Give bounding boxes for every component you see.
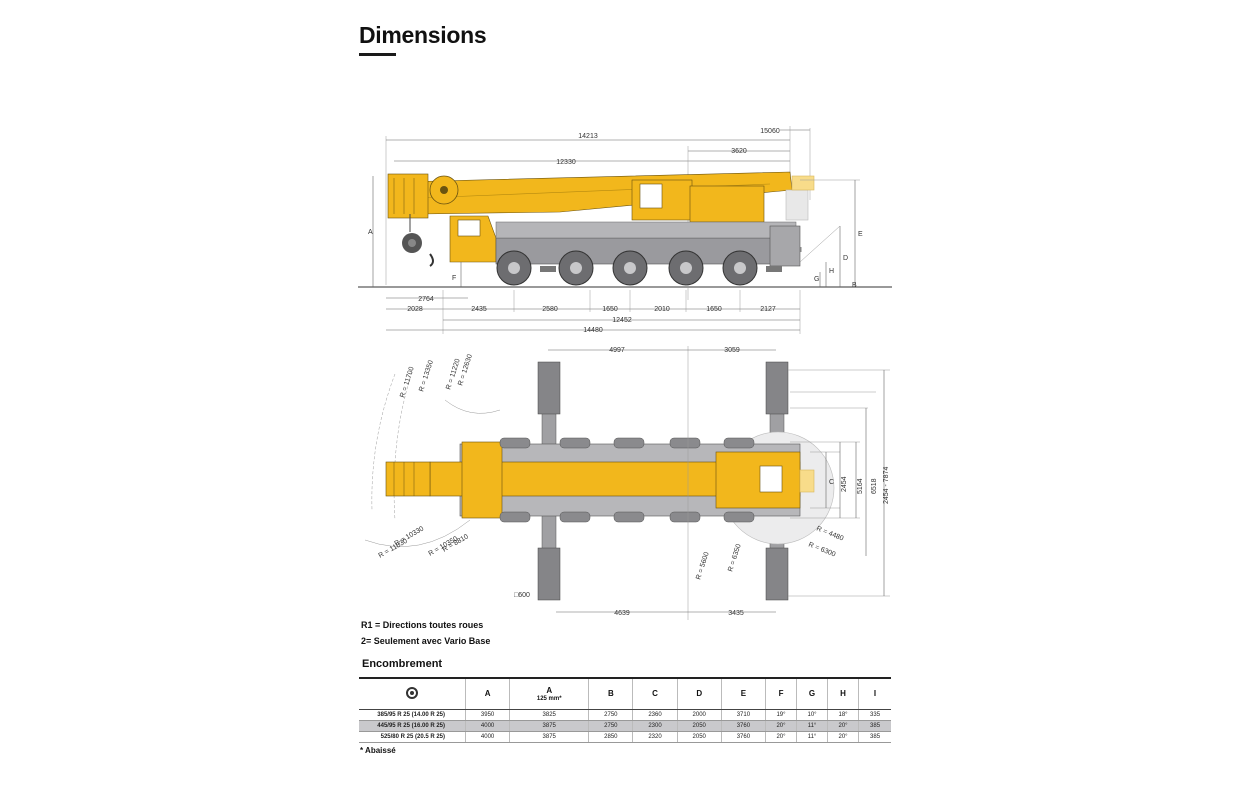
dim-4639: 4639 [614, 610, 630, 617]
table-cell: 20° [764, 720, 797, 732]
table-cell: 2000 [676, 709, 722, 721]
table-cell: 385/95 R 25 (14.00 R 25) [359, 709, 466, 721]
table-cell: 2320 [632, 731, 678, 743]
table-cell: 385 [858, 731, 891, 743]
table-cell: 2750 [588, 709, 633, 721]
letter-E: E [858, 231, 863, 238]
dim-2454: 2454 [841, 476, 848, 492]
table-cell: 3760 [720, 731, 766, 743]
table-cell: 2050 [676, 731, 722, 743]
table-cell: 3825 [509, 709, 589, 721]
dim-2764: 2764 [418, 296, 434, 303]
table-cell: 3760 [720, 720, 766, 732]
title-underline [359, 53, 396, 56]
dim-2580: 2580 [542, 306, 558, 313]
table-row: 525/80 R 25 (20.5 R 25) 4000 3875 2850 2… [359, 731, 891, 743]
side-view: 14213 15060 12330 3620 [358, 126, 892, 334]
col-header: B [588, 677, 633, 710]
radius-4480: R = 4480 [815, 525, 844, 542]
table-cell: 20° [764, 731, 797, 743]
letter-H: H [829, 268, 834, 275]
note-directions: R1 = Directions toutes roues [361, 620, 484, 630]
letter-B: B [852, 282, 857, 289]
col-header: A [464, 677, 510, 710]
dim-600: □600 [514, 592, 530, 599]
letter-F: F [452, 275, 456, 282]
table-cell: 2850 [588, 731, 633, 743]
note-vario-base: 2= Seulement avec Vario Base [361, 636, 491, 646]
dim-2127: 2127 [760, 306, 776, 313]
table-cell: 18° [827, 709, 859, 721]
table-cell: 2750 [588, 720, 633, 732]
dim-6518: 6518 [871, 478, 878, 494]
letter-A: A [368, 229, 373, 236]
letter-I: I [800, 247, 802, 254]
table-cell: 20° [827, 720, 859, 732]
table-cell: 4000 [464, 731, 510, 743]
table-cell: 385 [858, 720, 891, 732]
radius-12630: R = 12630 [457, 353, 474, 386]
table-cell: 20° [827, 731, 859, 743]
table-cell: 445/95 R 25 (16.00 R 25) [359, 720, 466, 732]
dim-14213: 14213 [578, 133, 598, 140]
dim-2010: 2010 [654, 306, 670, 313]
table-cell: 3710 [720, 709, 766, 721]
radius-5600: R = 5600 [695, 551, 711, 580]
dim-12452: 12452 [612, 317, 632, 324]
tire-header [359, 677, 466, 710]
dim-4997: 4997 [609, 347, 625, 354]
dim-1650-b: 1650 [706, 306, 722, 313]
table-row: 385/95 R 25 (14.00 R 25) 3950 3825 2750 … [359, 709, 891, 721]
table-cell: 525/80 R 25 (20.5 R 25) [359, 731, 466, 743]
radius-6350: R = 6350 [727, 543, 743, 572]
table-cell: 3875 [509, 731, 589, 743]
letter-G: G [814, 276, 819, 283]
table-cell: 11° [796, 731, 828, 743]
table-cell: 19° [764, 709, 797, 721]
dim-14480: 14480 [583, 327, 603, 334]
letter-C: C [829, 479, 834, 486]
page-title: Dimensions [359, 22, 487, 48]
table-cell: 4000 [464, 720, 510, 732]
table-row: 445/95 R 25 (16.00 R 25) 4000 3875 2750 … [359, 720, 891, 732]
table-cell: 335 [858, 709, 891, 721]
dim-12330: 12330 [556, 159, 576, 166]
table-cell: 2360 [632, 709, 678, 721]
dim-3435: 3435 [728, 610, 744, 617]
col-header: H [827, 677, 859, 710]
dim-5164: 5164 [857, 478, 864, 494]
dim-2028: 2028 [407, 306, 423, 313]
tire-icon [406, 686, 418, 699]
table-cell: 2050 [676, 720, 722, 732]
radius-13350: R = 13350 [418, 359, 435, 392]
table-cell: 2300 [632, 720, 678, 732]
col-header: E [720, 677, 766, 710]
letter-D: D [843, 255, 848, 262]
col-header: C [632, 677, 678, 710]
table-cell: 3950 [464, 709, 510, 721]
col-header-sub: 125 mm* [536, 695, 562, 702]
radius-11700: R = 11700 [399, 366, 416, 399]
dim-3620: 3620 [731, 148, 747, 155]
col-header: I [858, 677, 891, 710]
dim-3059: 3059 [724, 347, 740, 354]
col-header: F [764, 677, 797, 710]
dim-2454-7874: 2454 - 7874 [883, 467, 890, 504]
dim-15060: 15060 [760, 128, 780, 135]
table-cell: 3875 [509, 720, 589, 732]
top-view: R = 12630 R = 13350 R = 11220 R = 11700 … [364, 346, 890, 620]
col-header: D [676, 677, 722, 710]
footnote: * Abaissé [360, 746, 396, 755]
dim-1650-a: 1650 [602, 306, 618, 313]
table-cell: 11° [796, 720, 828, 732]
col-header: G [796, 677, 828, 710]
dim-2435: 2435 [471, 306, 487, 313]
encombrement-title: Encombrement [362, 658, 443, 670]
radius-6300: R = 6300 [807, 541, 836, 558]
table-cell: 10° [796, 709, 828, 721]
